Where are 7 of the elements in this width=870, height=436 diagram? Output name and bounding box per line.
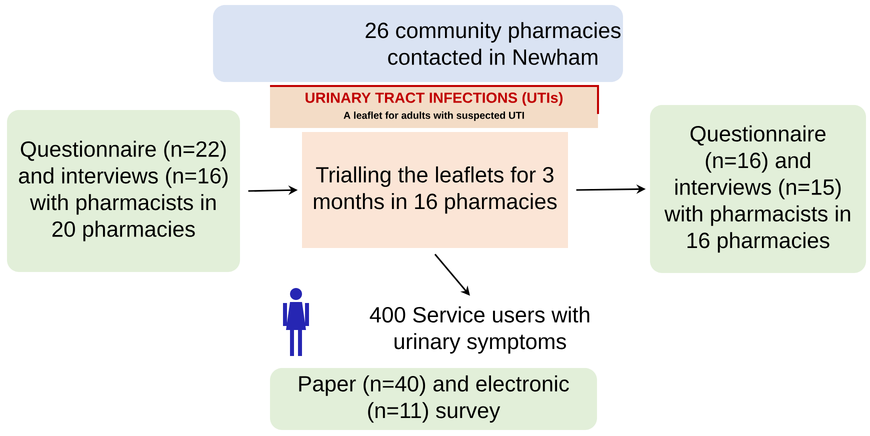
- pharmacies-box: 26 community pharmacies contacted in Newham: [213, 5, 623, 82]
- leaflet-banner: URINARY TRACT INFECTIONS (UTIs) A leaflet for adults with suspected UTI: [270, 85, 599, 128]
- survey-box: Paper (n=40) and electronic (n=11) survey: [270, 368, 597, 430]
- participants-label: 400 Service users with urinary symptoms: [370, 306, 590, 354]
- questionnaire-box: Questionnaire (n=16) and interviews (n=15) with pharmacists in 16 pharmacies: [650, 105, 866, 273]
- trial-box: Trialling the leaflets for 3 months in 16 pharmacies: [302, 132, 568, 248]
- questionnaire-box: Questionnaire (n=22) and interviews (n=16) with pharmacists in 20 pharmacies: [7, 110, 240, 272]
